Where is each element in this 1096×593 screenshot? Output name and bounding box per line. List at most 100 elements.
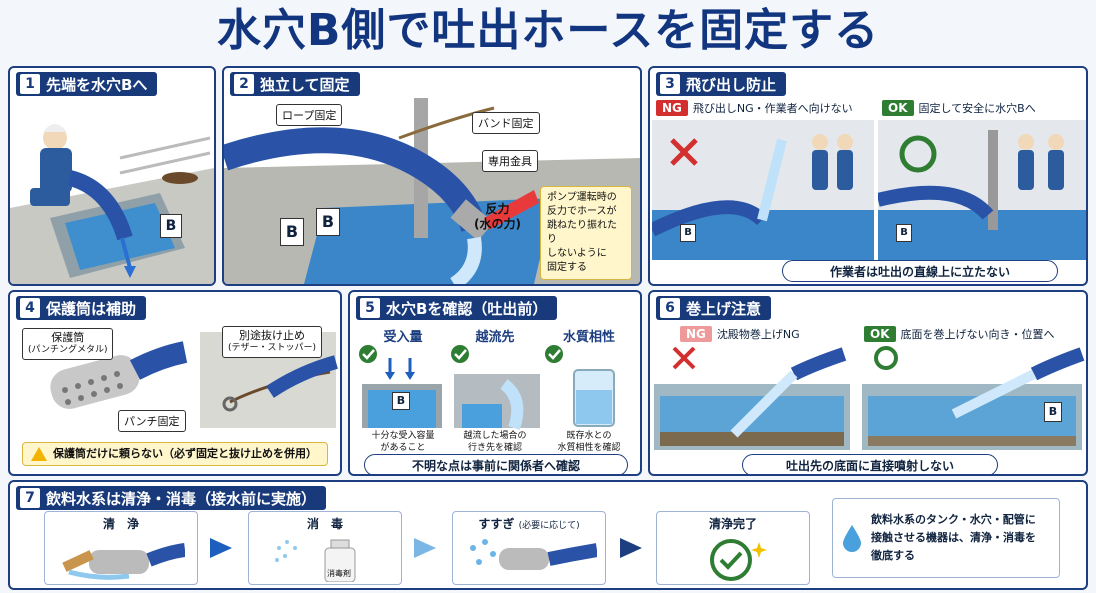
ng-b-label: B xyxy=(680,224,696,242)
step-clean: 清 浄 xyxy=(44,511,198,585)
step-number: 6 xyxy=(660,298,680,318)
reaction-force-label: 反力 (水の力) xyxy=(474,202,521,232)
warning-icon xyxy=(31,447,47,461)
sediment-b-label: B xyxy=(1044,402,1062,422)
ok-text: 固定して安全に水穴Bへ xyxy=(918,102,1036,115)
panel-1-title: 先端を水穴Bへ xyxy=(46,75,148,94)
capacity-header: 受入量 xyxy=(383,330,423,345)
ok-badge: OK xyxy=(864,326,896,342)
rinse-title: すすぎ xyxy=(478,517,515,531)
fixing-scene xyxy=(224,98,640,284)
hole-b-label-1: B xyxy=(280,218,304,246)
spray-label: 消毒剤 xyxy=(327,569,351,578)
caption-line: 行き先を確認 xyxy=(467,443,522,453)
water-drop-icon xyxy=(843,525,861,552)
info-line: 飲料水系のタンク・水穴・配管に xyxy=(871,513,1036,526)
pump-note: ポンプ運転時の 反力でホースが 跳ねたり振れたり しないように 固定する xyxy=(540,186,632,280)
panel-6-header: 6 巻上げ注意 xyxy=(656,296,772,320)
quality-header: 水質相性 xyxy=(562,330,615,345)
warning-text: 保護筒だけに頼らない（必ず固定と抜け止めを併用） xyxy=(53,447,317,460)
ok-text: 底面を巻上げない向き・位置へ xyxy=(900,328,1055,341)
panel-7-title: 飲料水系は清浄・消毒（接水前に実施） xyxy=(46,489,317,508)
ng-badge: NG xyxy=(656,100,688,116)
step-rinse-label: すすぎ (必要に応じて) xyxy=(453,515,605,532)
step-complete: 清浄完了 xyxy=(656,511,810,585)
punch-callout: パンチ固定 xyxy=(118,410,186,432)
check-complete-icon xyxy=(710,539,767,581)
page-title: 水穴B側で吐出ホースを固定する xyxy=(216,5,880,56)
ok-row: OK 底面を巻上げない向き・位置へ xyxy=(864,326,1055,342)
protector-sub: (パンチングメタル) xyxy=(28,345,108,355)
ok-scene xyxy=(878,120,1086,260)
tether-sub: (テザー・ストッパー) xyxy=(228,343,317,353)
ok-row: OK 固定して安全に水穴Bへ xyxy=(882,100,1036,116)
panel-2-header: 2 独立して固定 xyxy=(230,72,360,96)
panel-3-title: 飛び出し防止 xyxy=(686,75,777,94)
fitting-callout: 専用金具 xyxy=(482,150,538,172)
capacity-caption: 十分な受入容量があること xyxy=(356,430,450,454)
caption-line: 既存水との xyxy=(566,431,612,441)
hole-b-label: B xyxy=(160,214,182,238)
ng-badge: NG xyxy=(680,326,712,342)
step-rinse: すすぎ (必要に応じて) xyxy=(452,511,606,585)
rinse-icon xyxy=(470,539,597,570)
step-disinfect: 消 毒 消毒剤 xyxy=(248,511,402,585)
protector-label: 保護筒 xyxy=(51,331,85,344)
overflow-caption: 越流した場合の行き先を確認 xyxy=(448,430,542,454)
drinking-water-info: 飲料水系のタンク・水穴・配管に 接触させる機器は、清浄・消毒を 徹底する xyxy=(832,498,1060,578)
panel-1: 1 先端を水穴Bへ B xyxy=(8,66,216,286)
force-label-2: (水の力) xyxy=(474,217,521,231)
ng-row: NG 飛び出しNG・作業者へ向けない xyxy=(656,100,853,116)
arrow-right-icon xyxy=(210,538,232,558)
step-complete-label: 清浄完了 xyxy=(708,517,757,531)
ng-text: 飛び出しNG・作業者へ向けない xyxy=(692,102,853,115)
info-line: 接触させる機器は、清浄・消毒を xyxy=(871,531,1036,544)
note-line: 跳ねたり振れたり xyxy=(547,220,617,245)
arrow-right-icon xyxy=(414,538,436,558)
tether-callout: 別途抜け止め (テザー・ストッパー) xyxy=(222,326,323,358)
panel-6-title: 巻上げ注意 xyxy=(686,299,762,318)
overflow-header: 越流先 xyxy=(475,330,515,345)
panel-5-title: 水穴Bを確認（吐出前） xyxy=(386,299,548,318)
panel-3-header: 3 飛び出し防止 xyxy=(656,72,787,96)
capacity-b-label: B xyxy=(392,392,410,410)
ng-text: 沈殿物巻上げNG xyxy=(716,328,800,341)
quality-caption: 既存水との水質相性を確認 xyxy=(542,430,636,454)
p4-warning: 保護筒だけに頼らない（必ず固定と抜け止めを併用） xyxy=(22,442,328,466)
hole-b-label-2: B xyxy=(316,208,340,236)
info-text: 飲料水系のタンク・水穴・配管に 接触させる機器は、清浄・消毒を 徹底する xyxy=(871,511,1036,565)
p3-warning-bar: 作業者は吐出の直線上に立たない xyxy=(782,260,1058,282)
step-number: 4 xyxy=(20,298,40,318)
note-line: 固定する xyxy=(547,262,587,273)
panel-2: 2 独立して固定 ロープ固定 バンド固定 専用金具 反力 (水の力) ポンプ運転時… xyxy=(222,66,642,286)
note-line: しないように xyxy=(547,248,607,259)
step-number: 3 xyxy=(660,74,680,94)
step-number: 2 xyxy=(234,74,254,94)
note-line: 反力でホースが xyxy=(547,206,617,217)
panel-7-header: 7 飲料水系は清浄・消毒（接水前に実施） xyxy=(16,486,327,510)
band-callout: バンド固定 xyxy=(472,112,540,134)
hole-b-scene xyxy=(10,124,214,284)
rope-callout: ロープ固定 xyxy=(276,104,343,126)
panel-2-title: 独立して固定 xyxy=(260,75,350,94)
ok-badge: OK xyxy=(882,100,914,116)
arrow-right-icon xyxy=(620,538,642,558)
check-scenes xyxy=(359,345,615,430)
ng-row: NG 沈殿物巻上げNG xyxy=(680,326,800,342)
step-number: 1 xyxy=(20,74,40,94)
step-number: 7 xyxy=(20,488,40,508)
spray-bottle-icon xyxy=(275,539,356,582)
caption-line: 十分な受入容量 xyxy=(371,431,435,441)
caption-line: 越流した場合の xyxy=(463,431,527,441)
step-disinfect-label: 消 毒 xyxy=(306,517,343,531)
rinse-note: (必要に応じて) xyxy=(518,521,580,531)
info-line: 徹底する xyxy=(871,549,915,562)
brush-icon xyxy=(62,543,185,580)
force-label-1: 反力 xyxy=(485,202,510,216)
panel-1-header: 1 先端を水穴Bへ xyxy=(16,72,158,96)
